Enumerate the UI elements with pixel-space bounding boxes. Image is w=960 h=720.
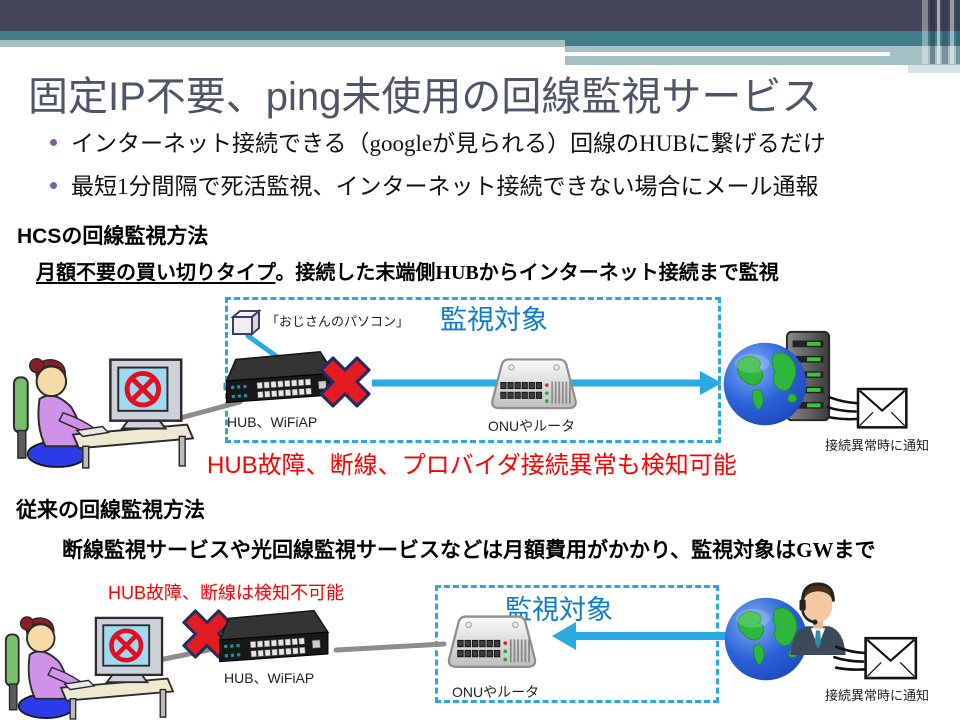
header-teal-bar [0,31,960,40]
failure-cross-icon-1 [319,356,371,408]
cable-hub-to-onu-2 [333,641,447,653]
hub-label-2: HUB、WiFiAP [224,670,315,686]
hub-switch-icon [223,351,336,404]
header-sage-bar [0,40,565,47]
hub-label-1: HUB、WiFiAP [227,414,318,430]
slide-title: 固定IP不要、ping未使用の回線監視サービス [28,75,822,119]
header-teal-extension [565,40,960,46]
hub-switch-icon [218,609,330,663]
internet-globe-icon-2 [724,597,808,681]
section-hcs-lead: 月額不要の買い切りタイプ。接続した末端側HUBからインターネット接続まで監視 [36,256,779,285]
bullet-text: インターネット接続できる（googleが見られる）回線のHUBに繋げるだけ [71,131,826,156]
notify-label-2: 接続異常時に通知 [824,688,929,703]
header-stripe [956,0,960,64]
section-legacy-lead: 断線監視サービスや光回線監視サービスなどは月額費用がかかり、監視対象はGWまで [62,538,876,562]
header-stripe [950,0,954,64]
header-dark-bar [0,0,960,31]
hcs-result-text: HUB故障、断線、プロバイダ接続異常も検知可能 [207,452,737,479]
bullet-item: インターネット接続できる（googleが見られる）回線のHUBに繋げるだけ [50,124,930,158]
section-legacy-heading: 従来の回線監視方法 [16,499,205,522]
onu-label-2: ONUやルータ [452,684,540,700]
support-agent-icon [790,582,846,655]
user-at-pc-illustration [4,616,174,720]
onu-router-icon-1 [491,358,577,410]
mail-notification-icon-1 [826,387,908,429]
monitor-scope-box-hcs [225,297,721,443]
internet-globe-icon-1 [723,342,807,426]
mail-notification-icon-2 [833,636,918,680]
legacy-warning-text: HUB故障、断線は検知不可能 [108,583,345,603]
server-icon [785,330,831,422]
header-stripe [942,0,948,64]
failure-cross-icon-2 [182,609,232,659]
notify-label-1: 接続異常時に通知 [824,438,929,453]
user-at-pc-illustration [12,357,194,469]
lead-underlined: 月額不要の買い切りタイプ [36,262,276,284]
onu-router-icon-2 [447,615,537,668]
header-stripe [930,0,935,64]
lead-rest: 。接続した末端側HUBからインターネット接続まで監視 [275,262,779,284]
bullet-list: インターネット接続できる（googleが見られる）回線のHUBに繋げるだけ 最短… [50,124,930,210]
no-connection-icon [109,628,144,663]
header-corner-accent [908,65,960,73]
header-stripe [922,0,928,64]
onu-label-1: ONUやルータ [488,418,576,434]
bullet-dot [50,182,57,189]
monitor-target-label-1: 監視対象 [440,305,548,335]
bullet-item: 最短1分間隔で死活監視、インターネット接続できない場合にメール通報 [50,167,930,201]
no-connection-icon [124,370,162,408]
bullet-text: 最短1分間隔で死活監視、インターネット接続できない場合にメール通報 [71,174,819,199]
pc-note: 「おじさんのパソコン」 [266,314,410,329]
header-white-line [565,52,890,56]
bullet-dot [50,139,57,146]
header-stripe [937,0,940,64]
section-hcs-heading: HCSの回線監視方法 [17,225,209,248]
pc-cube-icon [230,308,262,337]
